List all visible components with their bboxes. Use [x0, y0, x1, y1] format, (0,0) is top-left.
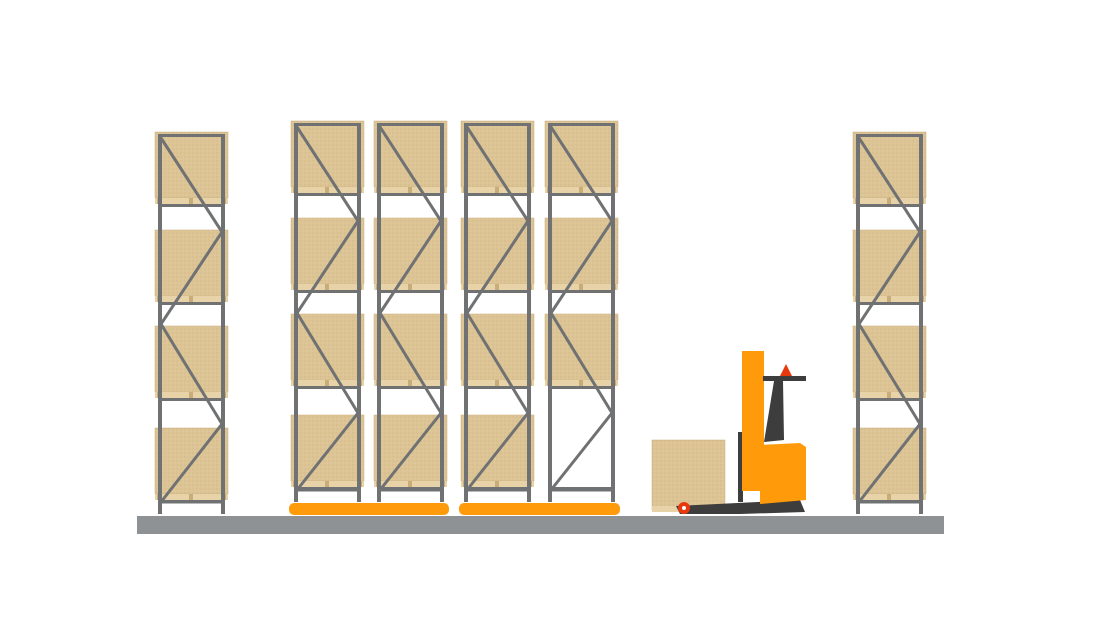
- pallet-block: [325, 187, 329, 193]
- rack-fixed: [852, 131, 927, 514]
- pallet-block: [189, 296, 193, 302]
- racks: [154, 120, 927, 514]
- pallet-block: [189, 392, 193, 398]
- upright: [611, 123, 615, 502]
- beam: [464, 193, 531, 196]
- rack-mobile: [460, 120, 535, 502]
- upright: [527, 123, 531, 502]
- pallet-load: [373, 414, 448, 482]
- reach-truck-forklift: [651, 351, 806, 514]
- beam: [464, 386, 531, 389]
- beam: [377, 386, 444, 389]
- pallet-load: [373, 120, 448, 188]
- rack-mobile: [290, 120, 365, 502]
- top-beam: [548, 123, 615, 126]
- pallet-block: [887, 198, 891, 204]
- forklift-chassis: [676, 500, 805, 514]
- pallet-load: [290, 414, 365, 482]
- top-beam: [158, 134, 225, 137]
- pallet-block: [325, 481, 329, 487]
- forklift-body: [760, 443, 806, 504]
- beam: [294, 386, 361, 389]
- beam: [548, 290, 615, 293]
- beam: [294, 290, 361, 293]
- mobile-base: [459, 503, 620, 515]
- upright: [919, 134, 923, 514]
- floor: [137, 516, 944, 534]
- pallet-block: [408, 380, 412, 386]
- beam: [294, 193, 361, 196]
- pallet-load: [852, 325, 927, 393]
- pallet-load: [852, 131, 927, 199]
- upright: [294, 123, 298, 502]
- mobile-bases: [289, 503, 620, 515]
- rack-mobile: [544, 120, 619, 502]
- pallet-load: [460, 414, 535, 482]
- top-beam: [377, 123, 444, 126]
- top-beam: [294, 123, 361, 126]
- upright: [440, 123, 444, 502]
- mobile-base: [289, 503, 449, 515]
- upright: [856, 134, 860, 514]
- pallet-block: [495, 187, 499, 193]
- top-beam: [464, 123, 531, 126]
- beam: [464, 290, 531, 293]
- upright: [548, 123, 552, 502]
- beam: [377, 193, 444, 196]
- beam: [158, 204, 225, 207]
- overhead-guard: [763, 376, 806, 381]
- beam: [158, 302, 225, 305]
- pallet-block: [408, 481, 412, 487]
- beam: [856, 204, 923, 207]
- forklift-mast: [742, 351, 764, 491]
- top-beam: [856, 134, 923, 137]
- pallet-block: [189, 494, 193, 500]
- pallet-block: [408, 187, 412, 193]
- operator-cab-frame: [764, 381, 784, 442]
- pallet-load: [460, 120, 535, 188]
- pallet-block: [887, 494, 891, 500]
- pallet-load: [544, 120, 619, 188]
- upright: [377, 123, 381, 502]
- rack-mobile: [373, 120, 448, 502]
- upright: [357, 123, 361, 502]
- beam: [377, 290, 444, 293]
- pallet-block: [887, 296, 891, 302]
- wheel-hub: [682, 506, 686, 510]
- upright: [221, 134, 225, 514]
- forklift-load: [651, 439, 726, 511]
- pallet-load: [290, 120, 365, 188]
- pallet-block: [887, 392, 891, 398]
- beam: [856, 302, 923, 305]
- pallet-block: [495, 481, 499, 487]
- beam: [548, 193, 615, 196]
- pallet-block: [579, 187, 583, 193]
- beam: [158, 398, 225, 401]
- beacon-light: [780, 364, 792, 376]
- upright: [158, 134, 162, 514]
- pallet-block: [189, 198, 193, 204]
- rack-fixed: [154, 131, 229, 514]
- pallet-block: [579, 284, 583, 290]
- beam: [856, 398, 923, 401]
- beam: [548, 386, 615, 389]
- pallet-block: [495, 284, 499, 290]
- pallet-load: [154, 131, 229, 199]
- pallet-block: [325, 284, 329, 290]
- forklift-forks-carriage: [738, 432, 743, 502]
- pallet-block: [408, 284, 412, 290]
- pallet-block: [495, 380, 499, 386]
- pallet-block: [579, 380, 583, 386]
- upright: [464, 123, 468, 502]
- pallet-block: [325, 380, 329, 386]
- pallet-load: [154, 325, 229, 393]
